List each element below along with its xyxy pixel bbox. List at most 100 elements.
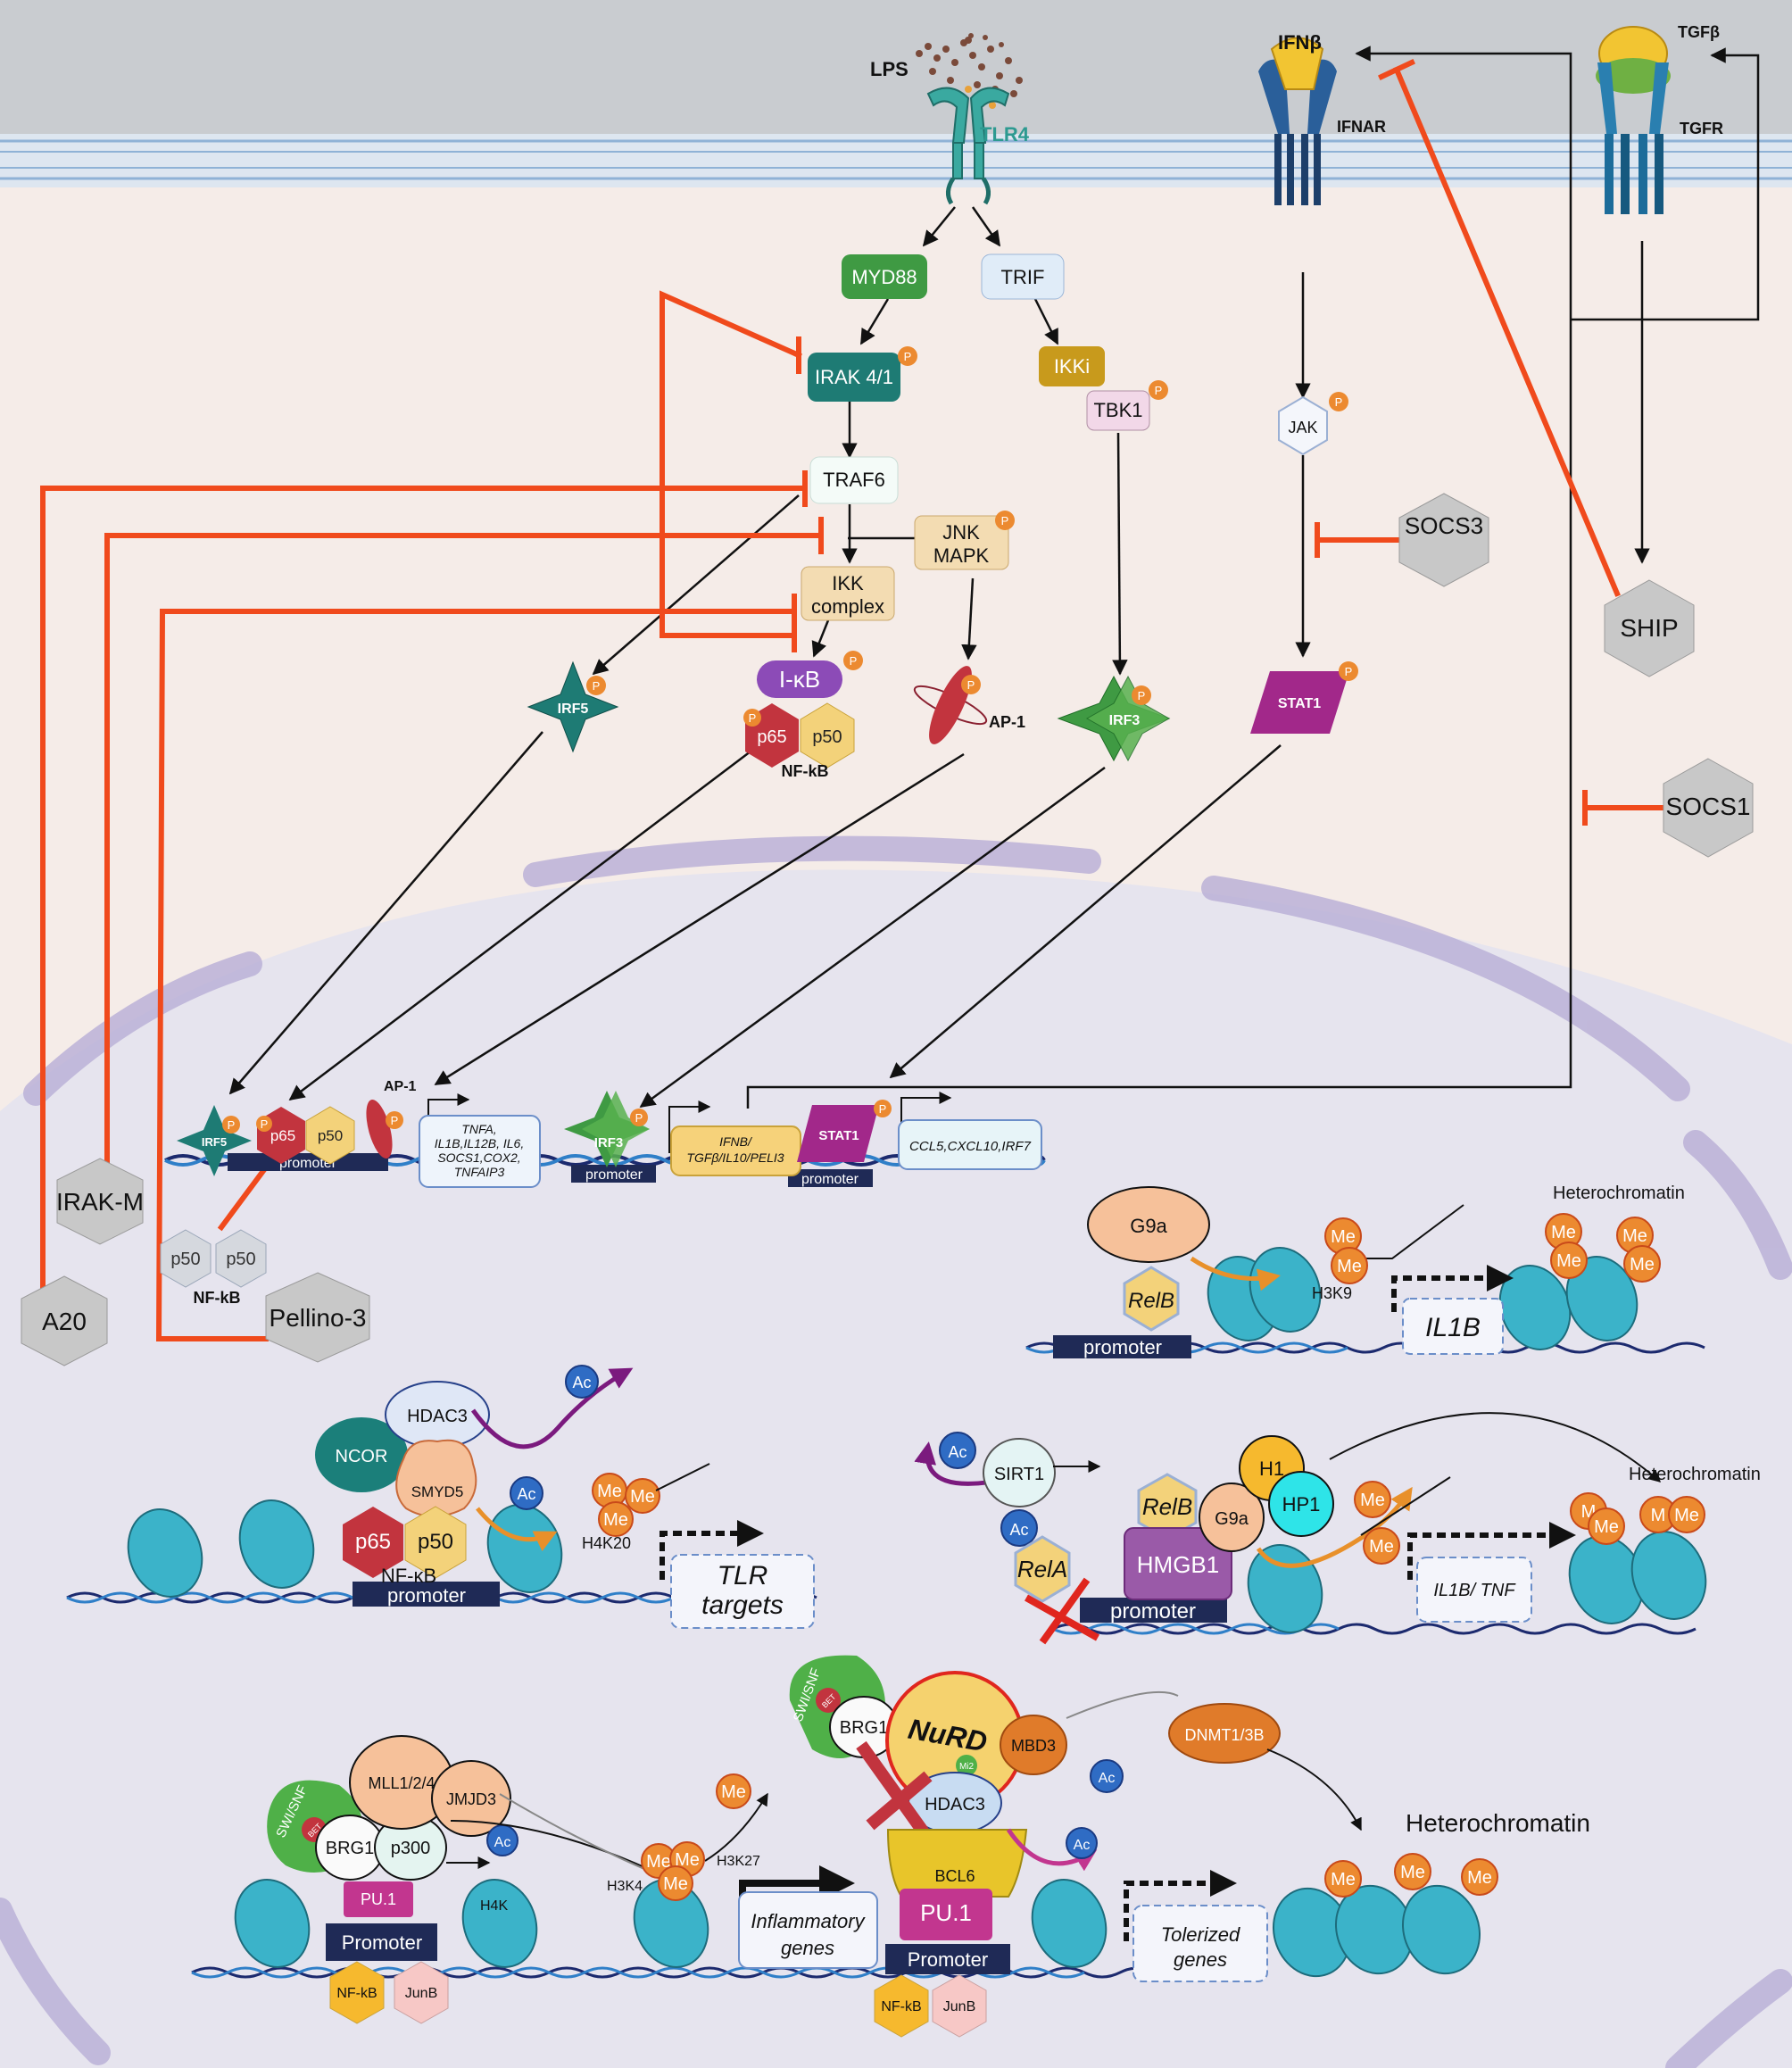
- relb-label: RelB: [1142, 1493, 1192, 1520]
- gene-label: IL1B,IL12B, IL6,: [435, 1136, 524, 1150]
- gene-label: CCL5,CXCL10,IRF7: [909, 1139, 1032, 1154]
- promoter-label: promoter: [585, 1167, 643, 1183]
- smyd5-label: SMYD5: [411, 1483, 464, 1500]
- me-label: Me: [1360, 1491, 1385, 1510]
- promoter-label: promoter: [801, 1172, 859, 1187]
- hdac3-label: HDAC3: [925, 1795, 985, 1815]
- pellino3-hexagon: Pellino-3: [265, 1272, 370, 1363]
- nfkb-label: NF-kB: [336, 1986, 377, 2001]
- svg-text:P: P: [391, 1114, 399, 1127]
- me-label: Me: [1467, 1868, 1492, 1888]
- svg-text:I-κB: I-κB: [779, 666, 820, 693]
- lps-label: LPS: [870, 58, 908, 80]
- svg-text:P: P: [1345, 665, 1353, 678]
- me-label: Me: [1594, 1517, 1619, 1537]
- p65-nuclear-label: p65: [270, 1127, 295, 1144]
- phospho-badge: P: [961, 675, 981, 694]
- ikki-node: IKKi: [1039, 346, 1105, 386]
- endoplasmic-reticulum: [0, 835, 1792, 2068]
- jak-node: JAK: [1278, 395, 1328, 456]
- tbk1-node: TBK1: [1086, 390, 1150, 431]
- svg-text:P: P: [879, 1102, 887, 1116]
- h3k9-label: H3K9: [1312, 1284, 1352, 1302]
- ac-label: Ac: [517, 1485, 535, 1503]
- gene-label: TNFA,: [461, 1122, 496, 1136]
- h1-label: H1: [1259, 1458, 1284, 1480]
- phospho-badge: P: [843, 651, 863, 670]
- svg-text:NF-kB: NF-kB: [782, 762, 829, 780]
- svg-text:IKK: IKK: [832, 572, 864, 594]
- ship-hexagon: SHIP: [1604, 579, 1695, 677]
- socs1-hexagon: SOCS1: [1663, 758, 1754, 858]
- svg-text:IKKi: IKKi: [1054, 355, 1090, 378]
- svg-text:JNK: JNK: [942, 521, 980, 544]
- tgfr-label: TGFR: [1680, 120, 1723, 137]
- svg-text:MAPK: MAPK: [933, 544, 990, 567]
- inflammatory-genes-label: genes: [781, 1937, 834, 1959]
- svg-text:P: P: [593, 679, 601, 693]
- me-label: Me: [675, 1850, 700, 1870]
- phospho-badge: P: [586, 676, 606, 695]
- phospho-badge: P: [995, 511, 1015, 530]
- svg-text:NF-kB: NF-kB: [194, 1289, 241, 1307]
- ap1-node: AP-1: [913, 666, 1025, 744]
- il1b-label: IL1B: [1425, 1313, 1481, 1342]
- irf5-node: IRF5: [527, 660, 619, 753]
- svg-text:A20: A20: [42, 1308, 87, 1335]
- me-label: Me: [597, 1482, 622, 1501]
- irf3-nuclear-label: IRF3: [594, 1135, 624, 1150]
- g9a-label: G9a: [1130, 1215, 1167, 1237]
- bcl6-label: BCL6: [934, 1867, 975, 1885]
- nfkb-label: NF-kB: [881, 1999, 921, 2014]
- g9a-label: G9a: [1215, 1509, 1249, 1529]
- pu1-label: PU.1: [361, 1890, 396, 1908]
- relb-label: RelB: [1128, 1289, 1174, 1313]
- ifnar-label: IFNAR: [1337, 118, 1386, 136]
- mi2-label: Mi2: [959, 1762, 975, 1772]
- gene-label: TGFβ/IL10/PELI3: [686, 1150, 784, 1165]
- h3k4-label: H3K4: [607, 1879, 643, 1894]
- me-label: Me: [1551, 1223, 1576, 1242]
- heterochromatin-label: Heterochromatin: [1629, 1465, 1761, 1484]
- heterochromatin-label: Heterochromatin: [1553, 1183, 1685, 1203]
- svg-text:SOCS1: SOCS1: [1666, 793, 1751, 820]
- ac-label: Ac: [1009, 1521, 1028, 1539]
- stat1-nuclear-label: STAT1: [818, 1128, 859, 1143]
- promoter-label: Promoter: [908, 1948, 988, 1971]
- gene-label: SOCS1,COX2,: [437, 1150, 520, 1165]
- promoter-label: promoter: [1083, 1336, 1162, 1358]
- phospho-badge: P: [1149, 380, 1168, 400]
- svg-text:IRF3: IRF3: [1109, 713, 1141, 728]
- promoter-label: Promoter: [342, 1931, 422, 1954]
- svg-text:P: P: [1138, 689, 1146, 702]
- svg-text:P: P: [850, 654, 858, 668]
- ncor-label: NCOR: [336, 1447, 388, 1466]
- junb-label: JunB: [943, 1999, 975, 2014]
- hdac3-label: HDAC3: [407, 1407, 468, 1426]
- p65-label: p65: [355, 1530, 391, 1554]
- nfkb-label: NF-κB: [381, 1565, 436, 1587]
- tlr4-receptor: [926, 87, 1010, 179]
- svg-text:complex: complex: [811, 595, 884, 618]
- svg-text:TRIF: TRIF: [1001, 266, 1045, 288]
- h3k27-label: H3K27: [717, 1854, 760, 1869]
- jmjd3-label: JMJD3: [446, 1790, 496, 1808]
- il1b-tnf-label: IL1B/ TNF: [1433, 1581, 1516, 1600]
- me-label: Me: [630, 1487, 655, 1507]
- svg-text:P: P: [749, 711, 757, 725]
- stat1-node: STAT1: [1250, 671, 1349, 734]
- dnmt-label: DNMT1/3B: [1184, 1726, 1264, 1744]
- rela-label: RelA: [1017, 1556, 1067, 1582]
- me-label: M: [1651, 1506, 1666, 1525]
- svg-text:SHIP: SHIP: [1620, 614, 1678, 642]
- panel-g9a-il1b: promoter G9a RelB H3K9 Me Me Me Me Me Me…: [1025, 1183, 1705, 1358]
- me-label: Me: [1337, 1257, 1362, 1276]
- svg-text:MYD88: MYD88: [851, 266, 917, 288]
- irak41-node: IRAK 4/1: [808, 353, 900, 402]
- svg-text:P: P: [1155, 384, 1163, 397]
- ap1-nuclear-label: AP-1: [384, 1079, 417, 1094]
- svg-text:Pellino-3: Pellino-3: [270, 1304, 367, 1332]
- svg-text:P: P: [1335, 395, 1343, 409]
